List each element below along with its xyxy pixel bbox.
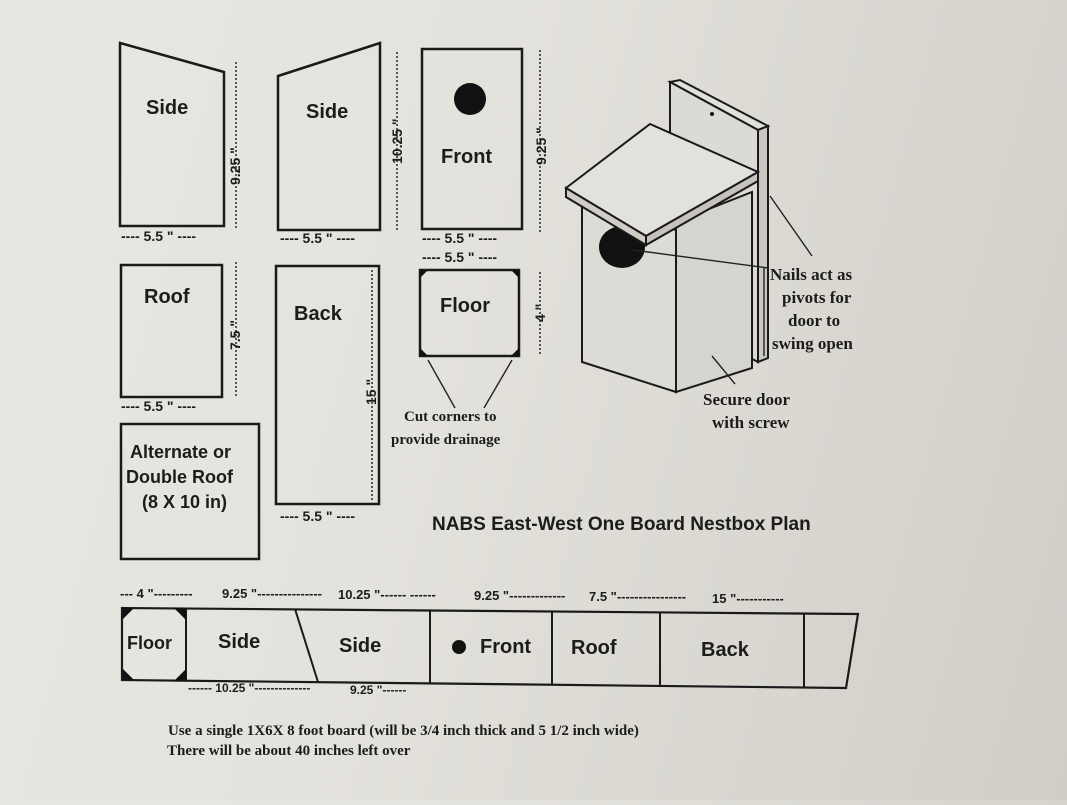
assembled-nestbox-illustration: Nails act as pivots for door to swing op…: [564, 78, 853, 432]
nails-note-line-2: pivots for: [782, 288, 852, 307]
entrance-hole-icon: [454, 83, 486, 115]
alternate-roof-line-3: (8 X 10 in): [142, 492, 227, 512]
nails-pointer-2: [769, 195, 813, 257]
board-front-hole-icon: [452, 640, 466, 654]
board-bottom-dim-side-b: ------ 10.25 "--------------: [188, 681, 310, 695]
floor-panel-height: 4 ": [532, 304, 548, 322]
side-panel-b-height: 10.25 ": [389, 118, 405, 164]
floor-panel-outline: [418, 268, 521, 358]
nails-note-line-3: door to: [788, 311, 840, 330]
front-panel-outline: [420, 47, 524, 231]
board-segment-roof: Roof: [571, 637, 617, 659]
roof-panel-label: Roof: [144, 286, 190, 308]
side-panel-b: Side 10.25 " ---- 5.5 " ----: [276, 41, 405, 246]
board-segment-back: Back: [701, 639, 750, 661]
alternate-roof-panel: Alternate or Double Roof (8 X 10 in): [119, 422, 261, 561]
floor-corner-cut: [420, 270, 428, 278]
back-panel-width: ---- 5.5 " ----: [280, 508, 355, 524]
nails-note-line-4: swing open: [772, 334, 853, 353]
back-panel-height: 15 ": [363, 379, 379, 405]
nestbox-mount-hole: [710, 112, 714, 116]
front-panel-width-2: ---- 5.5 " ----: [422, 249, 497, 265]
drainage-pointer-right: [483, 359, 513, 409]
floor-corner-cut: [511, 348, 519, 356]
drainage-note-line-2: provide drainage: [391, 432, 501, 448]
alternate-roof-line-2: Double Roof: [126, 467, 234, 487]
roof-panel: Roof 7.5 " ---- 5.5 " ----: [119, 262, 243, 414]
board-segment-side-a: Side: [218, 631, 260, 653]
board-floor-corner: [174, 669, 186, 681]
board-dim-front: 9.25 "-------------: [474, 588, 565, 603]
side-panel-a-width: ---- 5.5 " ----: [121, 228, 196, 244]
roof-panel-width: ---- 5.5 " ----: [121, 398, 196, 414]
roof-panel-height: 7.5 ": [227, 320, 243, 350]
board-segment-front: Front: [480, 636, 531, 658]
front-panel-height: 9.25 ": [533, 127, 549, 165]
roof-panel-outline: [119, 263, 224, 399]
board-segment-side-b: Side: [339, 635, 381, 657]
screw-note-line-1: Secure door: [703, 390, 790, 409]
front-panel-label: Front: [441, 146, 492, 168]
board-segment-floor: Floor: [127, 633, 172, 653]
alternate-roof-line-1: Alternate or: [130, 442, 231, 462]
plan-title: NABS East-West One Board Nestbox Plan: [432, 514, 811, 535]
side-panel-b-outline: [276, 41, 382, 232]
side-panel-b-label: Side: [306, 101, 348, 123]
nails-pointer: [632, 249, 769, 269]
board-dim-side-a: 9.25 "---------------: [222, 586, 322, 601]
board-dim-side-b: 10.25 "------ ------: [338, 587, 436, 602]
floor-panel-label: Floor: [440, 295, 490, 317]
side-panel-a-height: 9.25 ": [227, 147, 243, 185]
front-panel-width-1: ---- 5.5 " ----: [422, 230, 497, 246]
board-dim-floor: --- 4 "---------: [120, 586, 193, 601]
back-panel-outline: [274, 264, 381, 506]
board-dim-roof: 7.5 "----------------: [589, 589, 686, 604]
nestbox-back-edge: [757, 124, 769, 364]
back-panel: Back 15 " ---- 5.5 " ----: [274, 264, 381, 524]
board-bottom-dim-side-a: 9.25 "------: [350, 683, 406, 697]
side-panel-a: Side 9.25 " ---- 5.5 " ----: [118, 41, 243, 244]
nails-note-line-1: Nails act as: [770, 265, 853, 284]
board-cut-line: [294, 608, 319, 683]
board-outline: [120, 606, 860, 690]
floor-corner-cut: [511, 270, 519, 278]
footer-instructions: Use a single 1X6X 8 foot board (will be …: [168, 723, 639, 739]
board-floor-corner: [122, 668, 134, 680]
board-dim-back: 15 "-----------: [712, 591, 784, 606]
side-panel-a-label: Side: [146, 97, 188, 119]
floor-corner-cut: [420, 348, 428, 356]
drainage-pointer-left: [427, 359, 456, 409]
board-floor-corner: [122, 608, 134, 620]
front-panel: Front 9.25 " ---- 5.5 " ---- ---- 5.5 " …: [420, 47, 549, 265]
back-panel-label: Back: [294, 303, 343, 325]
board-floor-corner: [174, 608, 186, 620]
drainage-note-line-1: Cut corners to: [404, 409, 496, 425]
floor-panel: Floor 4 " Cut corners to provide drainag…: [391, 268, 548, 448]
footer-leftover: There will be about 40 inches left over: [167, 743, 411, 759]
screw-note-line-2: with screw: [712, 413, 790, 432]
nestbox-roof-side: [645, 170, 759, 247]
alternate-roof-outline: [119, 422, 261, 561]
screw-pointer: [711, 355, 736, 385]
board-layout: --- 4 "--------- 9.25 "--------------- 1…: [120, 586, 860, 697]
side-panel-b-width: ---- 5.5 " ----: [280, 230, 355, 246]
side-panel-a-outline: [118, 41, 226, 228]
